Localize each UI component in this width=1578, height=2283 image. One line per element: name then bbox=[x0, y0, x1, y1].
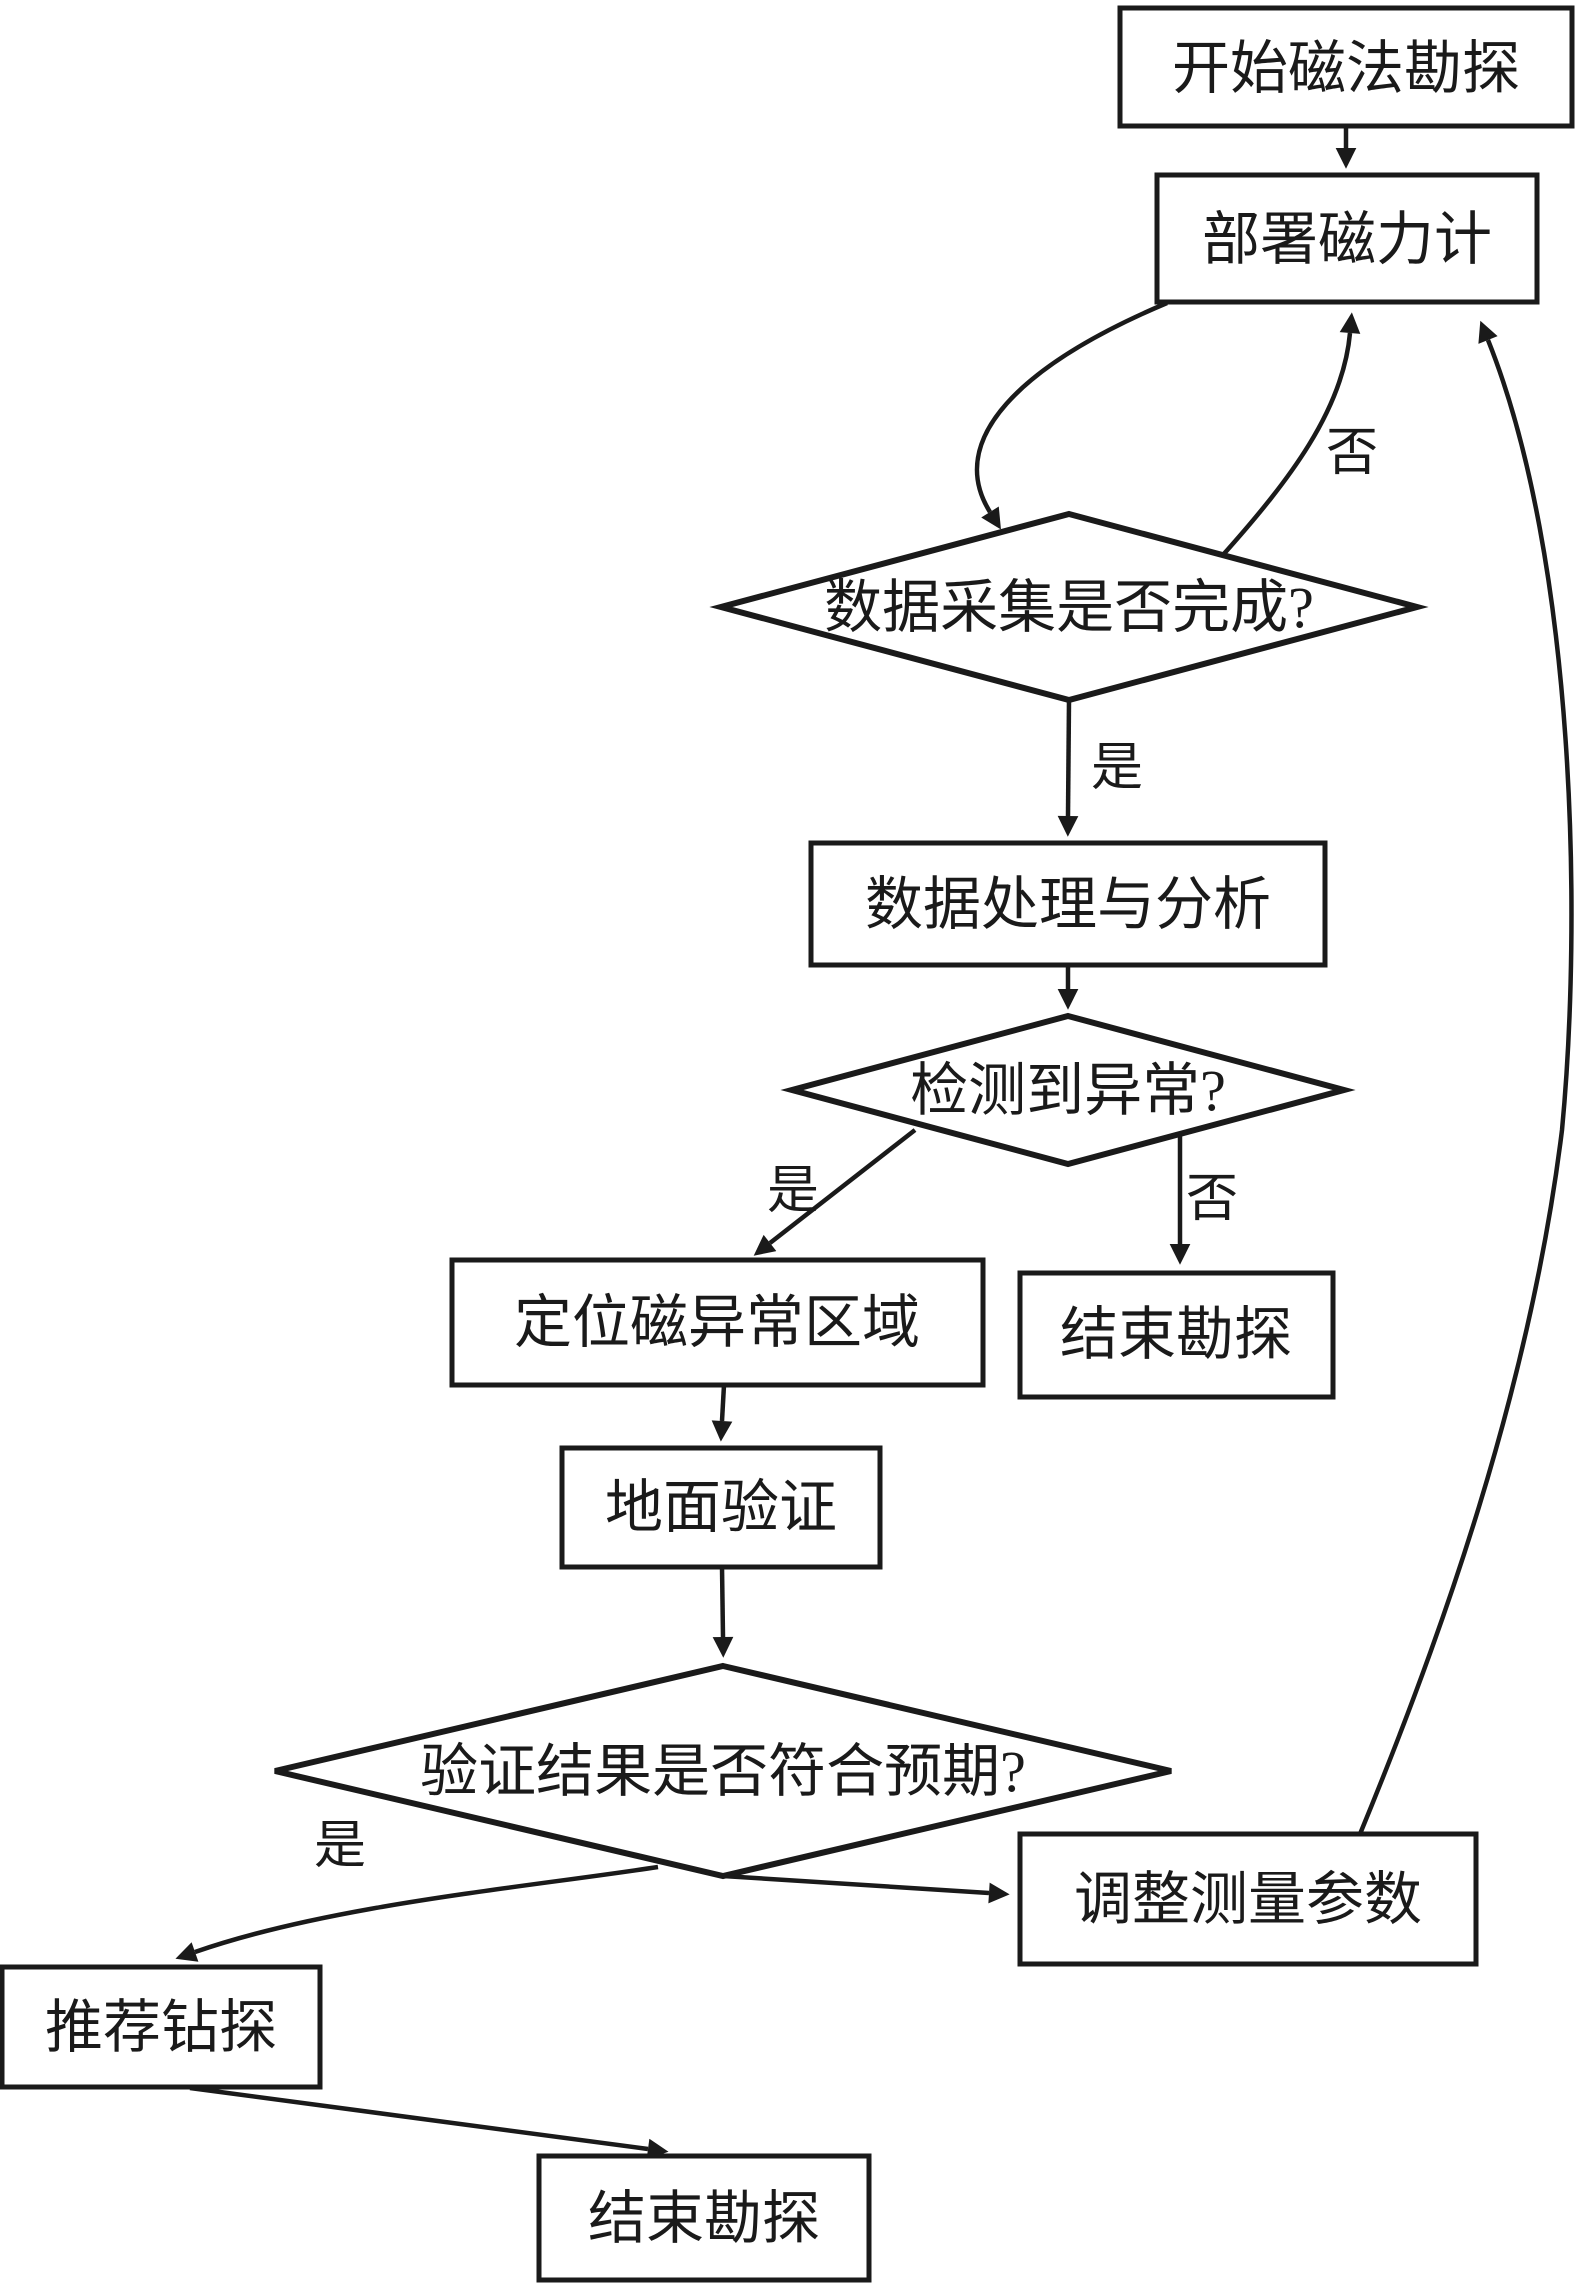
node-start: 开始磁法勘探 bbox=[1117, 5, 1575, 129]
ground-verify-label: 地面验证 bbox=[605, 1475, 837, 1540]
edge-collect-process-yes bbox=[1057, 699, 1079, 837]
anomaly-diamond bbox=[780, 1012, 1356, 1168]
ground-verify-box bbox=[559, 1445, 883, 1570]
node-end-survey-bottom: 结束勘探 bbox=[536, 2153, 872, 2283]
deploy-box bbox=[1154, 172, 1540, 305]
node-end-survey-mid: 结束勘探 bbox=[1017, 1270, 1336, 1400]
collect-done-label: 数据采集是否完成? bbox=[824, 575, 1314, 640]
end-survey-mid-box bbox=[1017, 1270, 1336, 1400]
node-verify-expected: 验证结果是否符合预期? bbox=[274, 1662, 1172, 1880]
edge-collect-deploy-no bbox=[1220, 312, 1361, 558]
verify-expected-label: 验证结果是否符合预期? bbox=[420, 1739, 1026, 1804]
locate-label: 定位磁异常区域 bbox=[514, 1290, 920, 1355]
node-adjust-params: 调整测量参数 bbox=[1017, 1831, 1479, 1967]
edge-labels: 否 是 是 否 是 bbox=[314, 425, 1378, 1875]
recommend-drill-box bbox=[0, 1964, 323, 2090]
edge-label-anomaly-yes: 是 bbox=[767, 1163, 819, 1220]
verify-expected-diamond bbox=[274, 1662, 1172, 1880]
anomaly-label: 检测到异常? bbox=[910, 1058, 1226, 1123]
edge-adjust-deploy bbox=[1357, 320, 1574, 1835]
edge-label-collect-no: 否 bbox=[1326, 425, 1378, 482]
edge-label-anomaly-no: 否 bbox=[1186, 1171, 1238, 1228]
node-anomaly: 检测到异常? bbox=[780, 1012, 1356, 1168]
node-process: 数据处理与分析 bbox=[808, 840, 1328, 968]
edge-verify-drill-yes bbox=[175, 1864, 659, 1962]
node-recommend-drill: 推荐钻探 bbox=[0, 1964, 323, 2090]
edges bbox=[175, 126, 1574, 2160]
node-locate: 定位磁异常区域 bbox=[449, 1257, 986, 1388]
node-ground-verify: 地面验证 bbox=[559, 1445, 883, 1570]
process-label: 数据处理与分析 bbox=[865, 872, 1271, 937]
end-survey-bottom-label: 结束勘探 bbox=[588, 2186, 820, 2251]
edge-label-collect-yes: 是 bbox=[1091, 740, 1143, 797]
edge-label-verify-yes: 是 bbox=[314, 1818, 366, 1875]
process-box bbox=[808, 840, 1328, 968]
node-deploy: 部署磁力计 bbox=[1154, 172, 1540, 305]
node-collect-done: 数据采集是否完成? bbox=[709, 510, 1429, 704]
collect-done-diamond bbox=[709, 510, 1429, 704]
edge-anomaly-locate-yes bbox=[753, 1128, 917, 1256]
edge-deploy-collect bbox=[974, 300, 1168, 530]
end-survey-mid-label: 结束勘探 bbox=[1060, 1302, 1292, 1367]
recommend-drill-label: 推荐钻探 bbox=[45, 1995, 277, 2060]
edge-ground-verify bbox=[712, 1566, 734, 1658]
locate-box bbox=[449, 1257, 986, 1388]
start-box bbox=[1117, 5, 1575, 129]
start-label: 开始磁法勘探 bbox=[1172, 36, 1520, 101]
edge-locate-ground bbox=[711, 1384, 733, 1442]
edge-drill-end bbox=[189, 2085, 669, 2160]
adjust-params-label: 调整测量参数 bbox=[1074, 1867, 1422, 1932]
nodes: 开始磁法勘探 部署磁力计 数据采集是否完成? 数据处理与分析 检测到异常? 定位… bbox=[0, 5, 1575, 2283]
deploy-label: 部署磁力计 bbox=[1202, 207, 1492, 272]
edge-verify-adjust bbox=[722, 1873, 1010, 1904]
adjust-params-box bbox=[1017, 1831, 1479, 1967]
end-survey-bottom-box bbox=[536, 2153, 872, 2283]
